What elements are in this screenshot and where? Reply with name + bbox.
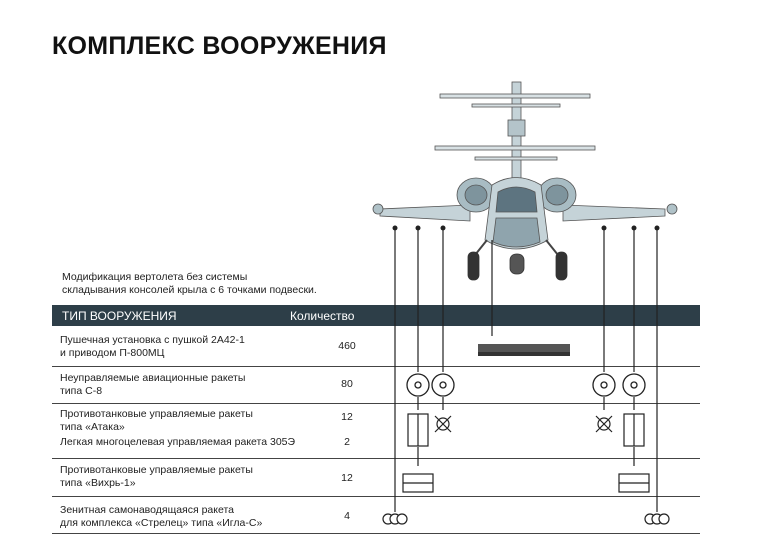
modification-note: Модификация вертолета без системы склады… (62, 271, 352, 297)
column-header-type: ТИП ВООРУЖЕНИЯ (62, 309, 177, 323)
weapon-name: Противотанковые управляемые ракеты типа … (60, 408, 253, 433)
weapon-quantity: 12 (341, 472, 353, 484)
weapon-name: Легкая многоцелевая управляемая ракета 3… (60, 436, 296, 448)
row-divider (52, 496, 700, 497)
page-title: КОМПЛЕКС ВООРУЖЕНИЯ (52, 32, 387, 60)
note-line: Модификация вертолета без системы (62, 271, 248, 283)
table-header: ТИП ВООРУЖЕНИЯ Количество (52, 305, 700, 326)
landing-gear (467, 239, 568, 281)
weapon-quantity: 12 (341, 411, 353, 423)
row-divider (52, 458, 700, 459)
row-divider (52, 403, 700, 404)
engine-nacelles (456, 177, 577, 213)
weapon-name: Пушечная установка с пушкой 2А42-1 и при… (60, 334, 245, 359)
rotor-mast (507, 81, 526, 191)
pylon-points (392, 225, 660, 231)
missile-305e-icons (434, 415, 613, 433)
rotor-blades (434, 93, 596, 161)
wings (372, 203, 678, 222)
note-line: складывания консолей крыла с 6 точками п… (62, 284, 317, 296)
row-divider (52, 533, 700, 534)
pylon-lines (394, 228, 658, 512)
weapon-quantity: 4 (344, 510, 350, 522)
vikhr-launcher-icons (402, 473, 650, 493)
column-header-quantity: Количество (290, 309, 355, 323)
ataka-launcher-icons (407, 413, 645, 447)
rocket-pod-icons (406, 373, 646, 397)
weapon-name: Неуправляемые авиационные ракеты типа С-… (60, 372, 246, 397)
weapon-name: Зенитная самонаводящаяся ракета для комп… (60, 504, 263, 529)
weapon-quantity: 80 (341, 378, 353, 390)
weapon-quantity: 460 (338, 340, 356, 352)
weapon-quantity: 2 (344, 436, 350, 448)
fuselage (484, 177, 549, 250)
ammo-belt-icon (478, 344, 570, 356)
igla-missile-icons (382, 513, 670, 525)
row-divider (52, 366, 700, 367)
weapon-name: Противотанковые управляемые ракеты типа … (60, 464, 253, 489)
